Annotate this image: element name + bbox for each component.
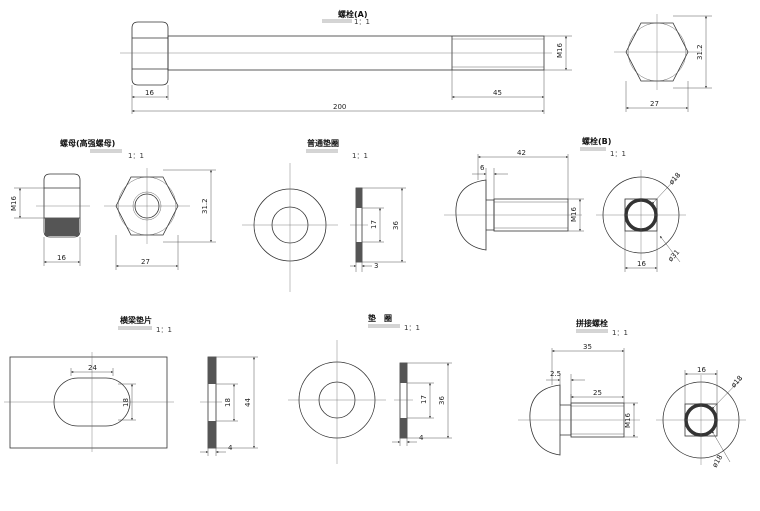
bolt-a-dim-head: 16	[145, 89, 154, 97]
bolt-b-dim-square: 16	[637, 260, 646, 268]
nut-view: 螺母(高强螺母) 1：1 16 M16 27 31.2	[10, 138, 216, 270]
splice-bolt-view: 拼接螺栓 1：1 35 2.5 25 M16 16	[518, 318, 746, 469]
bolt-b-dim-dia-top: ø18	[668, 171, 683, 186]
beam-shim-dim-slot-w: 24	[88, 364, 97, 372]
plain-washer-title: 普通垫圈	[307, 138, 339, 148]
nut-dim-flats: 27	[141, 258, 150, 266]
bolt-a-view: 螺栓(A) 1：1 16 45 200 M16 27	[120, 9, 712, 114]
washer-scale: 1：1	[404, 324, 420, 332]
nut-scale: 1：1	[128, 152, 144, 160]
bolt-b-title: 螺栓(B)	[582, 136, 611, 146]
bolt-a-title: 螺栓(A)	[338, 9, 368, 19]
bolt-b-dim-thread-dia: M16	[570, 207, 578, 222]
nut-dim-thread-dia: M16	[10, 196, 18, 211]
washer-dim-outer: 36	[438, 396, 446, 405]
nut-title: 螺母(高强螺母)	[60, 138, 115, 148]
splice-bolt-dim-dia-top: ø18	[730, 374, 745, 389]
bolt-b-scale: 1：1	[610, 150, 626, 158]
beam-shim-dim-inner: 18	[224, 398, 232, 407]
splice-bolt-scale: 1：1	[612, 329, 628, 337]
beam-shim-dim-slot-h: 18	[122, 398, 130, 407]
plain-washer-dim-outer: 36	[392, 221, 400, 230]
plain-washer-view: 普通垫圈 1：1 17 36 3	[242, 138, 406, 292]
splice-bolt-dim-neck: 2.5	[550, 370, 561, 378]
washer-dim-thickness: 4	[419, 434, 424, 442]
bolt-a-scale: 1：1	[354, 18, 370, 26]
bolt-b-view: 螺栓(B) 1：1 42 6 M16 ø18 ø31	[444, 136, 686, 272]
nut-dim-corners: 31.2	[201, 198, 209, 214]
bolt-a-dim-corners: 31.2	[696, 44, 704, 60]
bolt-b-dim-length: 42	[517, 149, 526, 157]
splice-bolt-dim-thread: 25	[593, 389, 602, 397]
bolt-a-dim-flats: 27	[650, 100, 659, 108]
beam-shim-slot	[53, 377, 131, 427]
bolt-a-dim-length: 200	[333, 103, 346, 111]
plain-washer-dim-inner: 17	[370, 220, 378, 229]
splice-bolt-dim-total: 35	[583, 343, 592, 351]
plain-washer-scale: 1：1	[352, 152, 368, 160]
splice-bolt-title: 拼接螺栓	[576, 318, 608, 328]
nut-side-view	[43, 173, 81, 238]
nut-dim-height: 16	[57, 254, 66, 262]
bolt-a-head	[131, 21, 169, 86]
beam-shim-view: 横梁垫片 1：1 24 18 18 44 4	[4, 315, 258, 456]
beam-shim-dim-thickness: 4	[228, 444, 233, 452]
beam-shim-plate	[9, 356, 168, 449]
beam-shim-scale: 1：1	[156, 326, 172, 334]
washer-view: 垫 圈 1：1 17 36 4	[288, 313, 452, 464]
splice-bolt-dim-square: 16	[697, 366, 706, 374]
beam-shim-dim-outer: 44	[244, 398, 252, 407]
washer-dim-inner: 17	[420, 395, 428, 404]
washer-title: 垫 圈	[368, 313, 392, 323]
splice-bolt-dim-thread-dia: M16	[624, 413, 632, 428]
bolt-a-dim-thread-dia: M16	[556, 43, 564, 58]
beam-shim-title: 横梁垫片	[120, 315, 152, 325]
bolt-a-dim-thread: 45	[493, 89, 502, 97]
plain-washer-dim-thickness: 3	[374, 262, 378, 270]
bolt-b-dim-head: 6	[480, 164, 485, 172]
